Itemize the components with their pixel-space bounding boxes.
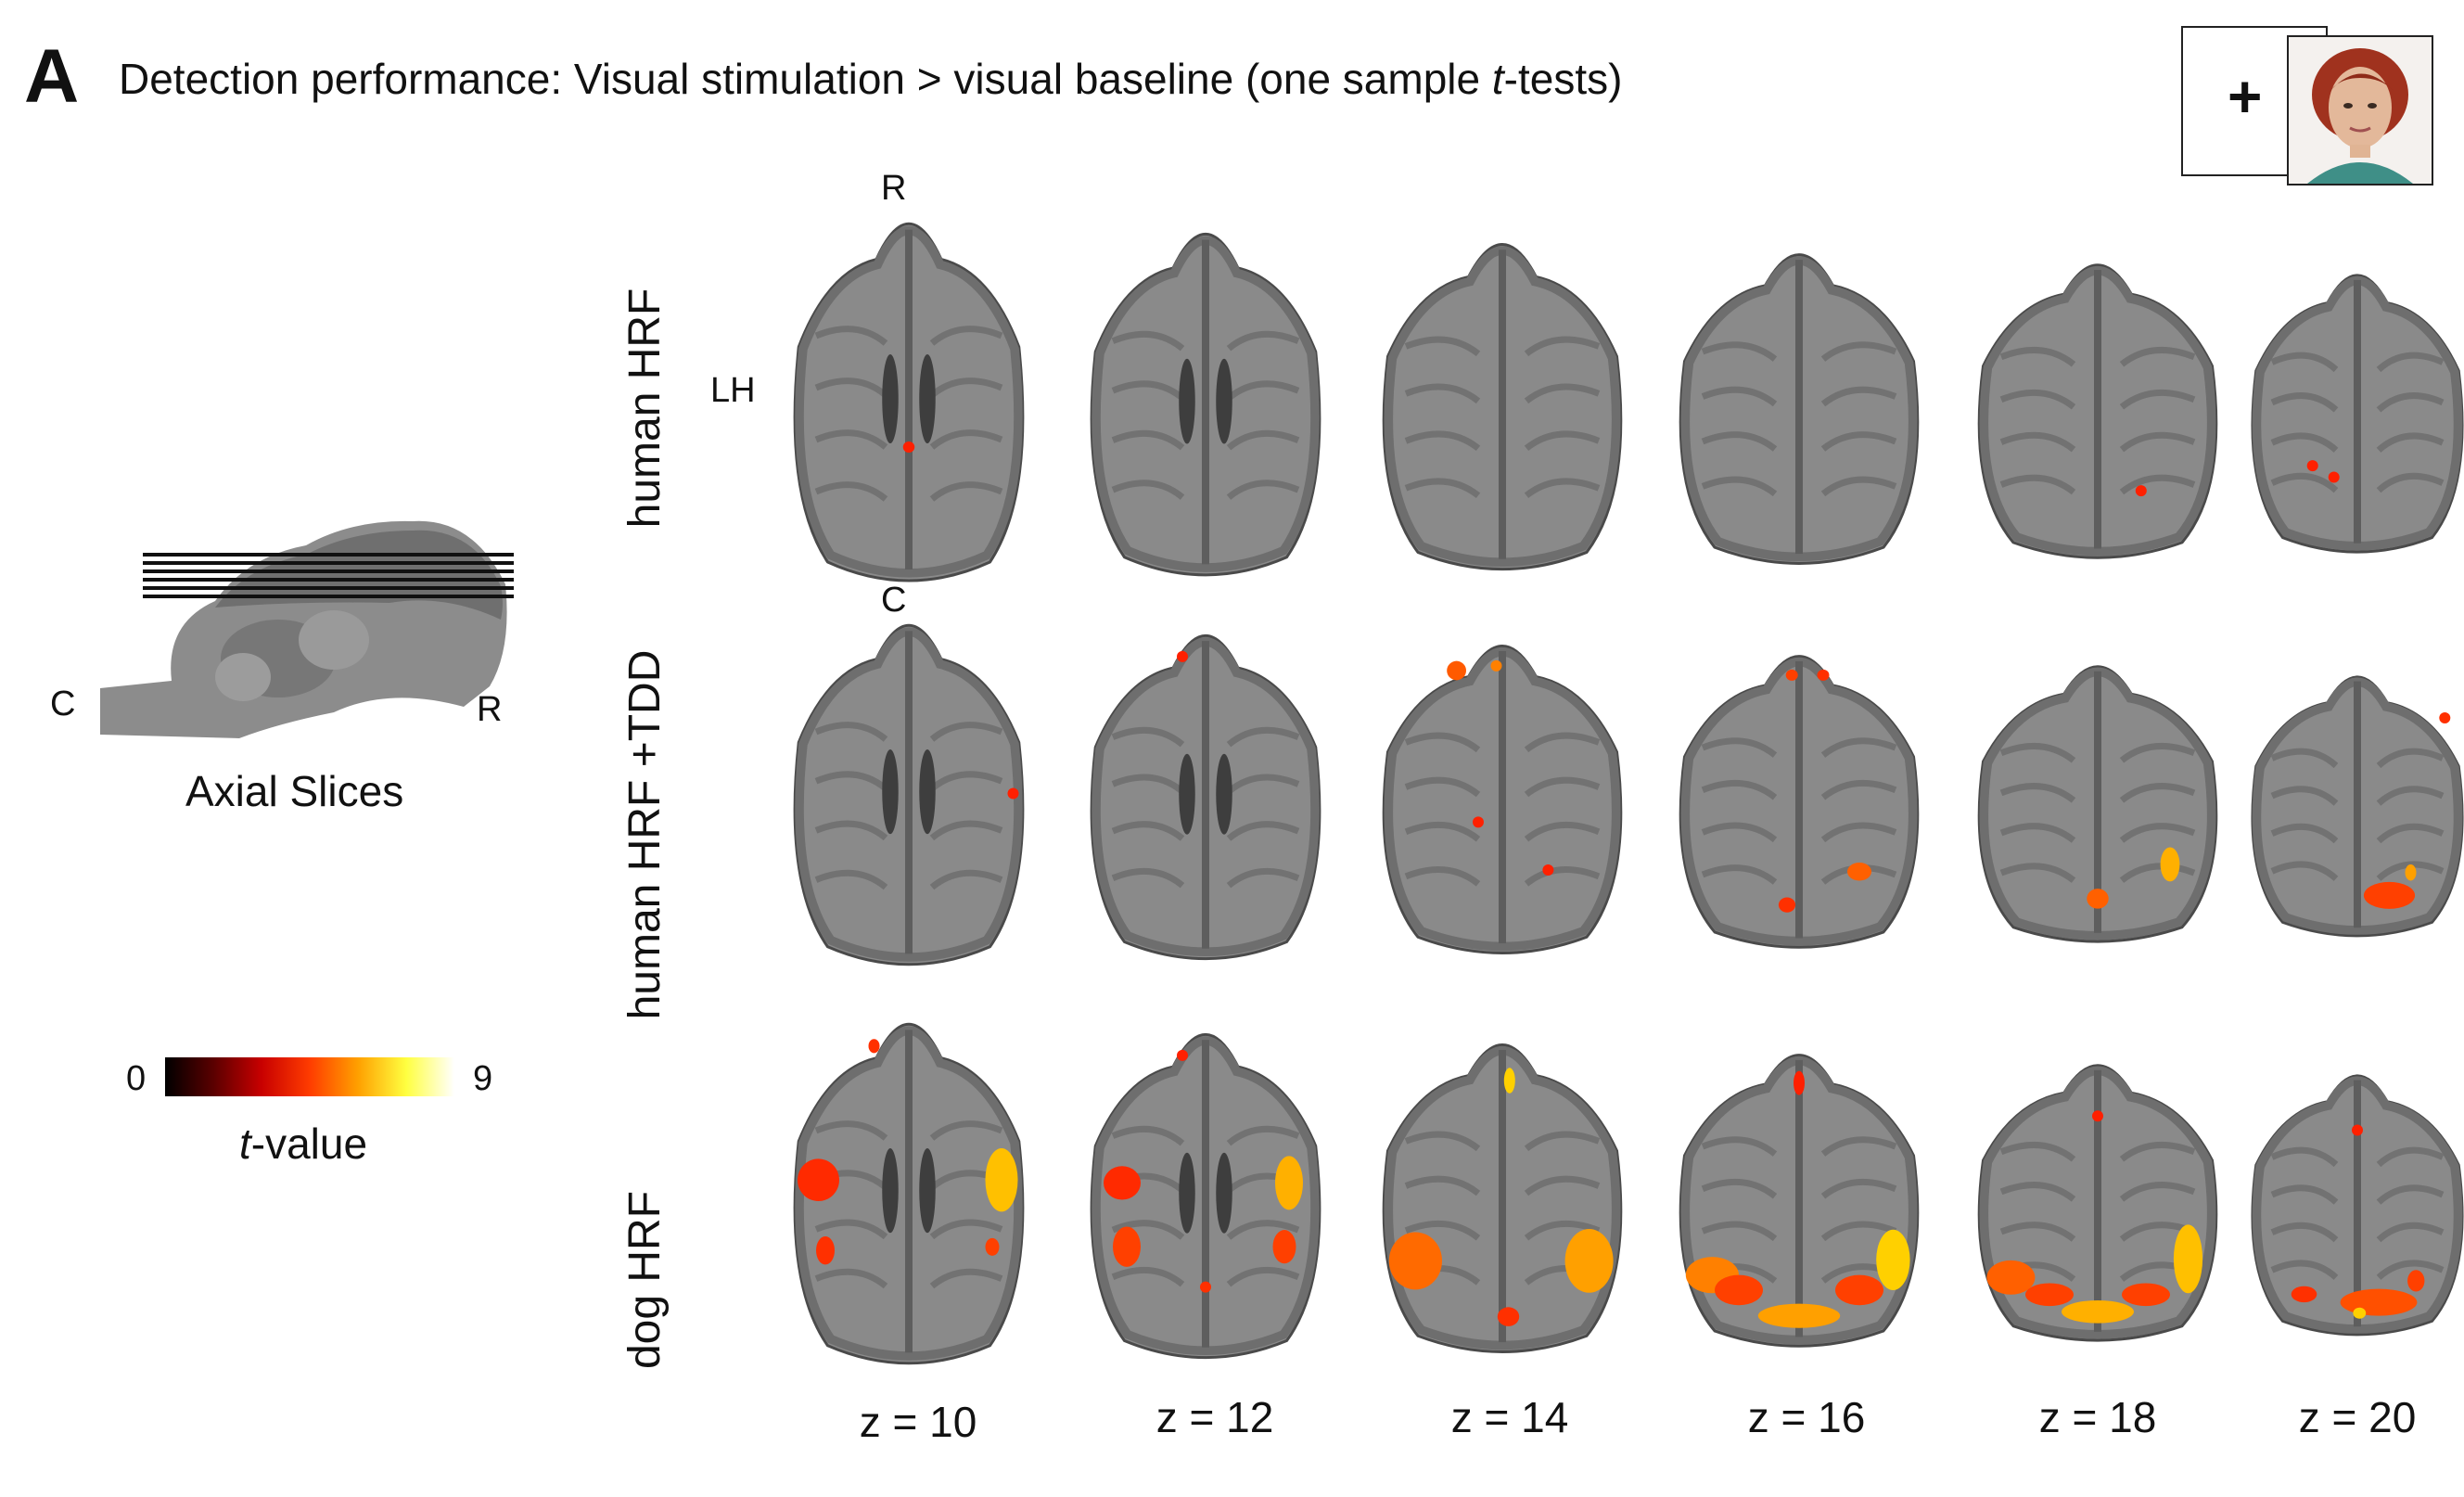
title-part-1: Detection performance: Visual stimulatio…: [119, 55, 1492, 103]
activation-blob: [798, 1158, 839, 1201]
axial-slice-human-hrf-tdd-z18: [1977, 665, 2218, 943]
axial-slice-human-hrf-tdd-z10: [793, 623, 1025, 966]
activation-blob: [902, 441, 915, 453]
activation-blob: [1778, 897, 1796, 913]
colorbar: [165, 1057, 454, 1096]
activation-blob: [2407, 1270, 2425, 1292]
axial-slice-human-hrf-z18: [1977, 263, 2218, 559]
activation-blob: [1473, 816, 1484, 828]
activation-blob: [2291, 1286, 2317, 1303]
activation-blob: [1817, 669, 1830, 681]
orientation-rostral-label: R: [881, 169, 907, 208]
activation-blob: [1177, 1049, 1188, 1061]
axial-slice-human-hrf-z10: [793, 222, 1025, 582]
slice-label-z12: z = 12: [1155, 1393, 1274, 1441]
activation-blob: [2353, 1307, 2367, 1319]
activation-blob: [1275, 1156, 1303, 1210]
activation-blob: [2135, 485, 2147, 497]
activation-blob: [1715, 1274, 1763, 1306]
activation-blob: [1200, 1281, 1211, 1293]
title-italic-t: t: [1491, 55, 1504, 103]
activation-blob: [1542, 864, 1554, 876]
face-photo-icon: [2289, 37, 2432, 184]
axial-slices-label: Axial Slices: [185, 767, 404, 815]
sagittal-caudal-label: C: [50, 685, 76, 723]
activation-blob: [2062, 1299, 2134, 1324]
face-card: [2287, 35, 2433, 186]
colorbar-min-label: 0: [126, 1059, 147, 1098]
activation-blob: [1113, 1226, 1141, 1267]
activation-blob: [2306, 460, 2318, 472]
activation-blob: [2340, 1288, 2418, 1316]
activation-blob: [1785, 669, 1798, 681]
activation-blob: [2352, 1124, 2363, 1136]
activation-blob: [2122, 1283, 2170, 1307]
orientation-caudal-label: C: [881, 581, 907, 620]
sagittal-rostral-label: R: [477, 690, 503, 729]
activation-blob: [2087, 889, 2109, 909]
axial-slice-human-hrf-z12: [1090, 232, 1321, 577]
axial-slice-dog-hrf-z10: [793, 1022, 1025, 1365]
activation-blob: [1177, 650, 1188, 662]
activation-blob: [2439, 712, 2451, 723]
activation-blob: [1794, 1070, 1805, 1095]
slice-label-z20: z = 20: [2298, 1393, 2417, 1441]
axial-slice-lines: [143, 553, 514, 601]
axial-slice-dog-hrf-z20: [2251, 1074, 2464, 1337]
activation-blob: [2363, 881, 2416, 909]
activation-blob: [1388, 1232, 1442, 1290]
fixation-cross: +: [2228, 63, 2263, 130]
axial-slice-dog-hrf-z16: [1679, 1054, 1920, 1348]
axial-slice-human-hrf-z20: [2251, 274, 2464, 554]
colorbar-title: t-value: [239, 1122, 367, 1165]
axial-slice-human-hrf-tdd-z14: [1382, 645, 1623, 954]
activation-blob: [1503, 1068, 1515, 1094]
activation-blob: [2160, 847, 2180, 882]
activation-blob: [2405, 864, 2417, 881]
colorbar-title-italic: t: [239, 1120, 251, 1168]
activation-blob: [1007, 787, 1019, 800]
activation-blob: [1104, 1166, 1141, 1200]
colorbar-max-label: 9: [473, 1059, 493, 1098]
activation-blob: [2025, 1283, 2074, 1307]
title-part-2: -tests): [1503, 55, 1623, 103]
axial-slice-dog-hrf-z18: [1977, 1064, 2218, 1342]
colorbar-title-rest: -value: [250, 1120, 368, 1168]
axial-slice-human-hrf-tdd-z16: [1679, 655, 1920, 949]
activation-blob: [868, 1039, 880, 1054]
activation-blob: [1835, 1274, 1883, 1306]
axial-slice-dog-hrf-z12: [1090, 1032, 1321, 1360]
slice-label-z18: z = 18: [2038, 1393, 2157, 1441]
axial-slice-human-hrf-tdd-z12: [1090, 633, 1321, 961]
axial-slice-human-hrf-z16: [1679, 253, 1920, 565]
activation-blob: [1447, 660, 1466, 681]
activation-blob: [1564, 1229, 1614, 1293]
activation-blob: [2328, 471, 2340, 483]
figure-title: Detection performance: Visual stimulatio…: [119, 54, 1622, 105]
activation-blob: [1497, 1307, 1520, 1326]
orientation-left-hemisphere-label: LH: [710, 371, 756, 410]
axial-slice-dog-hrf-z14: [1382, 1043, 1623, 1353]
activation-blob: [816, 1236, 835, 1265]
activation-blob: [985, 1148, 1018, 1212]
axial-slice-human-hrf-tdd-z20: [2251, 675, 2464, 938]
axial-slice-human-hrf-z14: [1382, 242, 1623, 571]
activation-blob: [985, 1237, 1000, 1256]
activation-blob: [1847, 862, 1871, 881]
activation-blob: [1757, 1303, 1841, 1328]
activation-blob: [1986, 1260, 2036, 1295]
slice-label-z10: z = 10: [859, 1398, 977, 1446]
activation-blob: [2092, 1110, 2103, 1122]
slice-label-z14: z = 14: [1450, 1393, 1569, 1441]
activation-blob: [1272, 1230, 1296, 1264]
slice-label-z16: z = 16: [1747, 1393, 1866, 1441]
activation-blob: [1490, 659, 1502, 672]
panel-letter: A: [24, 34, 80, 119]
activation-blob: [2173, 1224, 2203, 1294]
activation-blob: [1876, 1229, 1910, 1290]
